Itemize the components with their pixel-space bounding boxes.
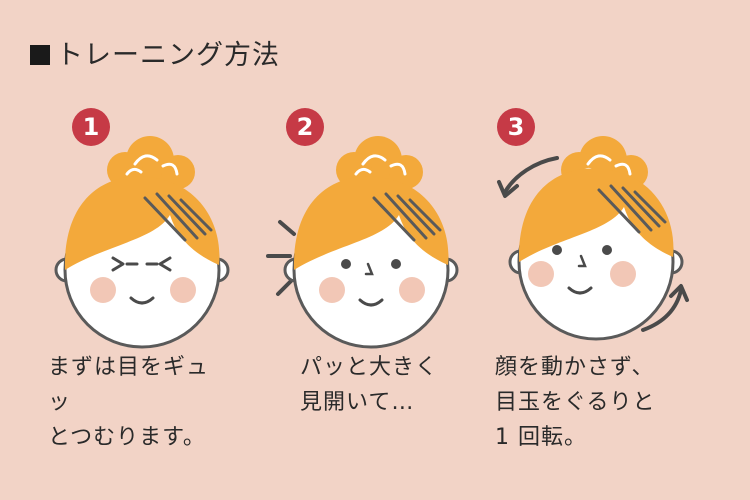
step-caption: まずは目をギュッ とつむります。	[48, 355, 210, 450]
rotate-arrow-bottom-icon	[641, 288, 683, 332]
face-eyes-closed-illustration	[54, 136, 230, 349]
face-eyes-open-illustration	[266, 136, 459, 349]
step-caption: 顔を動かさず、 目玉をぐるりと 1 回転。	[495, 355, 656, 450]
step-2: 2 パッと大きく 見開いて…	[250, 0, 480, 500]
hair-bun	[336, 136, 423, 189]
step-number-badge: 2	[286, 108, 324, 146]
step-1: 1 まずは目をギュッ とつむります。	[0, 0, 230, 500]
face-eyes-rolling-illustration	[497, 136, 689, 341]
step-number-badge: 3	[497, 108, 535, 146]
step-caption: パッと大きく 見開いて…	[300, 355, 439, 415]
step-number-badge: 1	[72, 108, 110, 146]
step-3: 3 顔を動かさず、 目玉をぐるりと 1 回転。	[495, 0, 725, 500]
black-square-icon	[30, 45, 50, 65]
rotate-arrow-top-icon	[503, 156, 559, 194]
page-title: トレーニング方法	[30, 33, 280, 72]
